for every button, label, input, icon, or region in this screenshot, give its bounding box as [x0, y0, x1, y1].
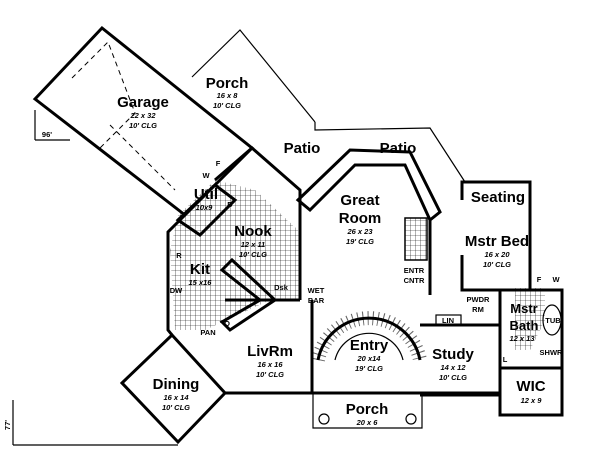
rear-porch-outline	[191, 29, 316, 123]
tag-util-freezer: F	[216, 159, 221, 168]
room-size: 22 x 32	[129, 111, 156, 120]
room-wic: WIC 12 x 9	[516, 378, 545, 405]
tag-tub: TUB	[545, 316, 561, 325]
room-util: Util 10x9	[194, 186, 218, 212]
tag-shwr: SHWR	[540, 348, 563, 357]
room-size: 12 x 11	[241, 240, 265, 249]
room-size: 15 x16	[189, 278, 213, 287]
room-garage: Garage 22 x 32 10' CLG	[117, 94, 169, 130]
tag-freezer: F	[537, 275, 542, 284]
room-name-line2: Room	[339, 210, 382, 227]
bath-floor-tile	[515, 288, 545, 350]
tag-dryer: D	[227, 200, 233, 209]
util-walls	[175, 183, 238, 237]
room-name: Entry	[350, 337, 389, 354]
room-name: Nook	[234, 223, 272, 240]
room-size: 10x9	[196, 203, 214, 212]
room-size: 16 x 8	[217, 91, 239, 100]
room-size: 14 x 12	[440, 363, 466, 372]
tag-lin: LIN	[442, 316, 454, 325]
room-size: 20 x14	[357, 354, 382, 363]
room-size: 12 x 9	[521, 396, 543, 405]
room-name: WIC	[516, 378, 545, 395]
porch-column	[405, 413, 417, 425]
tag-pantry: PAN	[200, 328, 215, 337]
room-patio-right: Patio	[380, 140, 417, 157]
room-name: Mstr Bed	[465, 233, 529, 250]
room-name-line2: Bath	[510, 318, 539, 333]
room-ceiling: 10' CLG	[129, 121, 157, 130]
room-name-line1: Mstr	[510, 301, 537, 316]
kitchen-island	[219, 257, 278, 332]
room-seating: Seating	[471, 189, 525, 206]
room-name: Dining	[153, 376, 200, 393]
room-dining: Dining 16 x 14 10' CLG	[153, 376, 200, 412]
tag-refrigerator: R	[176, 251, 182, 260]
dining-walls	[119, 332, 228, 445]
tag-cntr: CNTR	[404, 276, 425, 285]
room-master-bed: Mstr Bed 16 x 20 10' CLG	[465, 233, 529, 269]
tag-linen: L	[503, 355, 508, 364]
tag-bar: BAR	[308, 296, 325, 305]
room-patio-left: Patio	[284, 140, 321, 157]
room-livrm: LivRm 16 x 16 10' CLG	[247, 343, 293, 379]
porch-column	[318, 413, 330, 425]
garage-parking-outline-2	[109, 124, 176, 191]
stair-inner	[334, 332, 404, 361]
tag-dishwasher: DW	[170, 286, 183, 295]
room-name: Porch	[206, 75, 249, 92]
room-size: 16 x 20	[484, 250, 510, 259]
room-name: Porch	[346, 401, 389, 418]
stair-outer	[316, 316, 422, 361]
tag-entr: ENTR	[404, 266, 425, 275]
room-ceiling: 10' CLG	[239, 250, 267, 259]
room-name: Util	[194, 186, 218, 203]
room-kit: Kit 15 x16	[189, 261, 213, 287]
room-size: 16 x 14	[163, 393, 189, 402]
tag-rm: RM	[472, 305, 484, 314]
room-ceiling: 10' CLG	[213, 101, 241, 110]
room-ceiling: 10' CLG	[256, 370, 284, 379]
bathtub	[542, 304, 562, 336]
room-ceiling: 10' CLG	[439, 373, 467, 382]
room-name-line1: Great	[340, 192, 379, 209]
tag-wet: WET	[308, 286, 325, 295]
tag-util-washer: W	[202, 171, 210, 180]
room-great-room: Great Room 26 x 23 19' CLG	[339, 192, 382, 246]
patio-outline	[314, 122, 466, 183]
room-ceiling: 19' CLG	[355, 364, 383, 373]
tag-desk: Dsk	[274, 283, 289, 292]
tag-pwdr: PWDR	[467, 295, 490, 304]
room-rear-porch: Porch 16 x 8 10' CLG	[206, 75, 249, 110]
room-nook: Nook 12 x 11 10' CLG	[234, 223, 272, 259]
tag-oven: O	[224, 319, 230, 328]
tag-washer: W	[552, 275, 560, 284]
room-entry: Entry 20 x14 19' CLG	[350, 337, 389, 373]
room-size: 20 x 6	[356, 418, 379, 427]
room-name: Study	[432, 346, 474, 363]
room-front-porch: Porch 20 x 6	[346, 401, 389, 427]
room-ceiling: 10' CLG	[483, 260, 511, 269]
room-ceiling: 19' CLG	[346, 237, 374, 246]
room-study: Study 14 x 12 10' CLG	[432, 346, 474, 382]
nook-walls	[214, 146, 302, 232]
linen-closet	[435, 314, 462, 326]
room-size: 26 x 23	[346, 227, 373, 236]
kitchen-walls	[166, 213, 187, 336]
dimension-dining-offset: 77'	[3, 420, 12, 430]
room-name: LivRm	[247, 343, 293, 360]
front-porch-outline	[312, 393, 423, 429]
room-name: Kit	[190, 261, 210, 278]
room-name: Garage	[117, 94, 169, 111]
room-ceiling: 10' CLG	[162, 403, 190, 412]
fireplace	[404, 217, 428, 261]
room-size: 12 x 13	[509, 334, 535, 343]
dimension-garage-offset: 96'	[42, 130, 52, 139]
master-bed-walls	[460, 180, 532, 292]
kitchen-floor-tile	[170, 180, 300, 330]
room-master-bath: Mstr Bath 12 x 13	[509, 301, 538, 343]
room-size: 16 x 16	[257, 360, 283, 369]
